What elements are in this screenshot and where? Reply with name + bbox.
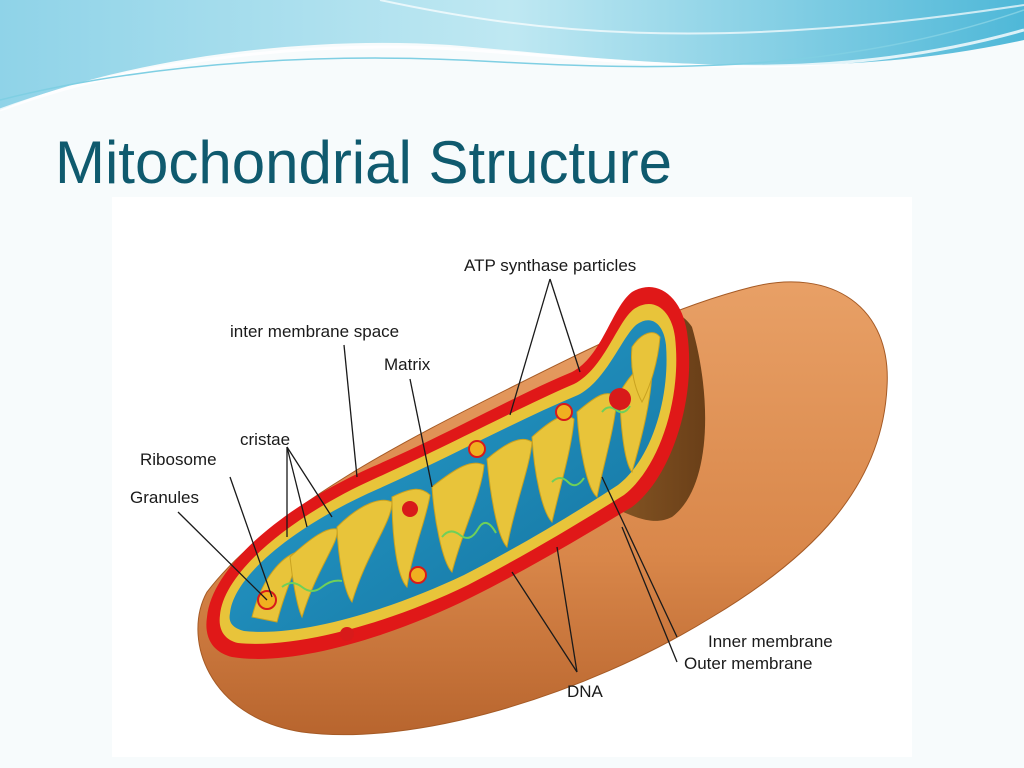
- mitochondrion-diagram: ATP synthase particles inter membrane sp…: [112, 197, 912, 757]
- label-outer-membrane: Outer membrane: [684, 654, 813, 673]
- mitochondrion-illustration: ATP synthase particles inter membrane sp…: [130, 256, 888, 736]
- label-dna: DNA: [567, 682, 604, 701]
- label-cristae: cristae: [240, 430, 290, 449]
- label-ribosome: Ribosome: [140, 450, 217, 469]
- slide-title: Mitochondrial Structure: [55, 129, 672, 196]
- label-matrix: Matrix: [384, 355, 431, 374]
- label-inner-membrane: Inner membrane: [708, 632, 833, 651]
- dna-strands: [281, 405, 631, 592]
- header-wave-banner: [0, 0, 1024, 112]
- granules: [340, 388, 631, 641]
- label-intermembrane-space: inter membrane space: [230, 322, 399, 341]
- label-atp-synthase-particles: ATP synthase particles: [464, 256, 636, 275]
- label-pointer-lines: [177, 278, 678, 673]
- label-granules: Granules: [130, 488, 199, 507]
- cristae-folds: [251, 332, 661, 623]
